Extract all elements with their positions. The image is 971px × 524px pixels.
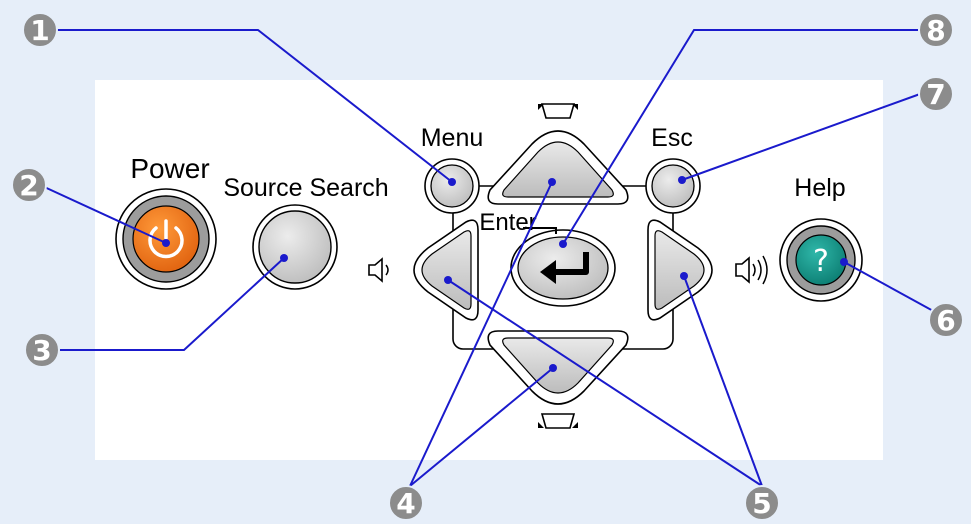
callout-1: 1: [22, 12, 58, 48]
keystone-down-icon: [538, 413, 578, 429]
leader-line-4a: [409, 181, 553, 487]
enter-label-hook: [523, 227, 557, 234]
callout-4: 4: [388, 485, 424, 521]
menu-label: Menu: [421, 124, 484, 152]
svg-text:7: 7: [926, 78, 945, 111]
keystone-up-icon: [538, 103, 578, 119]
help-label: Help: [794, 174, 845, 202]
leader-line-3: [60, 257, 285, 351]
callout-8: 8: [918, 12, 954, 48]
left-arrow-button[interactable]: [413, 219, 479, 321]
leader-line-4b: [409, 367, 554, 487]
volume-down-icon: [368, 257, 389, 283]
question-icon: ?: [813, 244, 829, 279]
leader-line-2: [39, 184, 167, 244]
leader-endpoint-dots: [162, 176, 848, 372]
callout-2: 2: [11, 167, 47, 203]
svg-text:8: 8: [926, 14, 945, 47]
svg-text:3: 3: [32, 334, 51, 367]
leader-line-5a: [447, 279, 763, 487]
svg-text:5: 5: [752, 487, 771, 520]
leader-line-8: [562, 29, 918, 245]
enter-label: Enter: [479, 209, 536, 236]
svg-text:4: 4: [396, 487, 415, 520]
callout-3: 3: [24, 332, 60, 368]
source-search-label: Source Search: [223, 174, 388, 202]
esc-label: Esc: [651, 124, 693, 152]
power-label: Power: [130, 153, 209, 184]
esc-button[interactable]: [645, 158, 701, 214]
enter-button[interactable]: [510, 229, 616, 307]
callout-6: 6: [928, 302, 964, 338]
enter-return-icon: [540, 252, 589, 284]
callout-5: 5: [744, 485, 780, 521]
control-panel-surface: [95, 80, 883, 460]
up-arrow-button[interactable]: [487, 130, 629, 205]
svg-text:6: 6: [936, 304, 955, 337]
callout-7: 7: [918, 76, 954, 112]
right-arrow-button[interactable]: [647, 219, 713, 321]
source-search-button[interactable]: [252, 204, 338, 290]
svg-text:1: 1: [30, 14, 49, 47]
help-button[interactable]: ?: [779, 218, 863, 302]
power-icon: [148, 219, 184, 259]
svg-text:2: 2: [19, 169, 38, 202]
leader-line-1: [56, 29, 453, 183]
leader-line-6: [843, 261, 947, 319]
leader-line-7: [681, 93, 921, 181]
leader-line-5b: [683, 275, 763, 487]
volume-up-icon: [735, 255, 768, 285]
down-arrow-button[interactable]: [487, 330, 629, 405]
